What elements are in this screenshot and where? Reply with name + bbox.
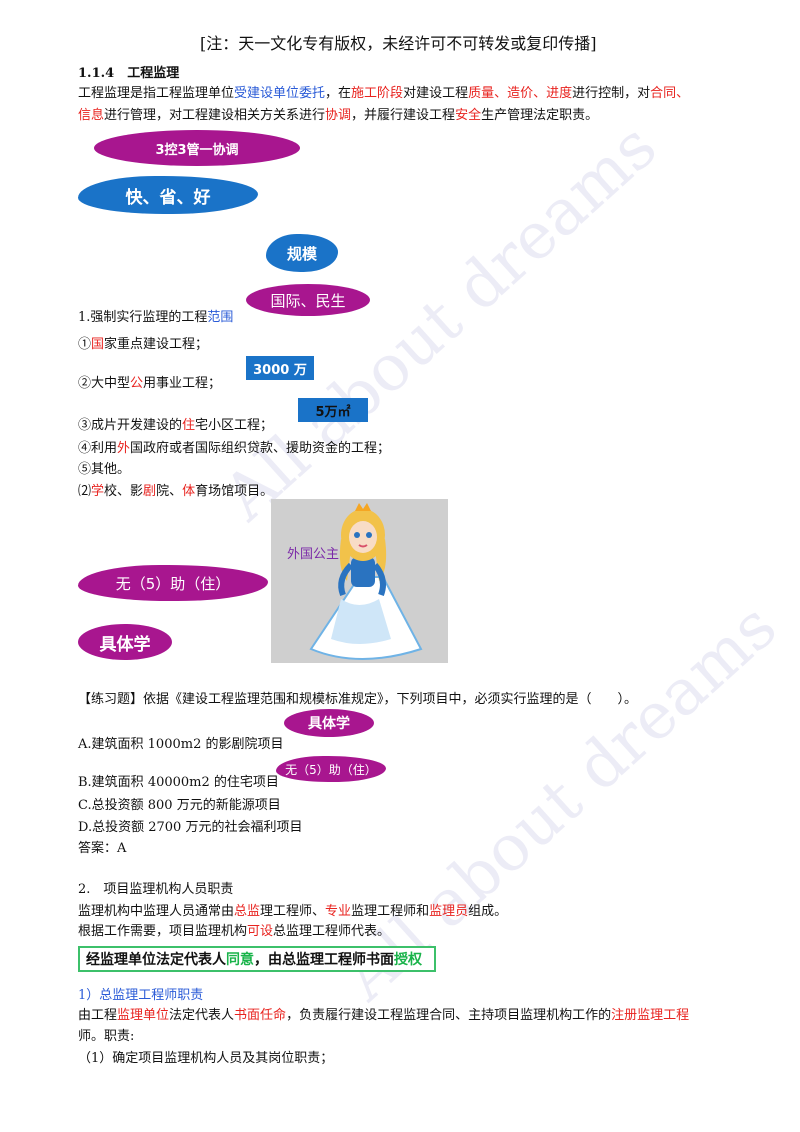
definition-paragraph-line1: 工程监理是指工程监理单位受建设单位委托，在施工阶段对建设工程质量、造价、进度进行… bbox=[78, 86, 690, 101]
foreign-princess-label: 外国公主 bbox=[287, 547, 340, 562]
exercise-option-b: B.建筑面积 40000m2 的住宅项目 bbox=[78, 775, 279, 790]
scope-item-6: ⑵学校、影剧院、体育场馆项目。 bbox=[78, 484, 274, 499]
princess-illustration-icon bbox=[309, 503, 423, 660]
chief-duties-line1: 由工程监理单位法定代表人书面任命，负责履行建设工程监理合同、主持项目监理机构工作… bbox=[78, 1008, 690, 1023]
princess-image: 外国公主 bbox=[271, 499, 448, 663]
staff-line2: 根据工作需要，项目监理机构可设总监理工程师代表。 bbox=[78, 924, 391, 939]
exercise-option-a: A.建筑面积 1000m2 的影剧院项目 bbox=[78, 737, 284, 752]
scope-item-4: ④利用外国政府或者国际组织贷款、援助资金的工程； bbox=[78, 441, 391, 456]
scope-item-2: ②大中型公用事业工程； bbox=[78, 376, 222, 391]
section-heading: 1.1.4 工程监理 bbox=[78, 66, 180, 81]
exercise-answer: 答案：A bbox=[78, 841, 127, 856]
wuzhuzhu-badge: 无（5）助（住） bbox=[78, 565, 268, 601]
staff-line1: 监理机构中监理人员通常由总监理工程师、专业监理工程师和监理员组成。 bbox=[78, 904, 508, 919]
quick-badge: 快、省、好 bbox=[78, 176, 258, 214]
amount-callout: 3000 万 bbox=[246, 356, 314, 380]
authorization-box: 经监理单位法定代表人同意，由总监理工程师书面授权 bbox=[78, 946, 436, 972]
scope-title: 1.强制实行监理的工程范围 bbox=[78, 310, 234, 325]
juti-badge: 具体学 bbox=[78, 624, 172, 660]
control-badge: 3控3管一协调 bbox=[94, 130, 300, 166]
area-callout: 5万㎡ bbox=[298, 398, 368, 422]
national-badge: 国际、民生 bbox=[246, 284, 370, 316]
chief-duties-item1: （1）确定项目监理机构人员及其岗位职责； bbox=[78, 1051, 334, 1066]
watermark-1: All about dreams bbox=[210, 109, 671, 535]
exercise-option-d: D.总投资额 2700 万元的社会福利项目 bbox=[78, 820, 303, 835]
chief-duties-line2: 师。职责: bbox=[78, 1029, 135, 1044]
exercise-option-c: C.总投资额 800 万元的新能源项目 bbox=[78, 798, 281, 813]
wuzhuzhu-badge-2: 无（5）助（住） bbox=[276, 756, 386, 782]
scope-item-3: ③成片开发建设的住宅小区工程； bbox=[78, 418, 274, 433]
header-note: [注：天一文化专有版权，未经许可不可转发或复印传播] bbox=[200, 34, 597, 53]
juti-badge-2: 具体学 bbox=[284, 709, 374, 737]
scope-item-1: ①国家重点建设工程； bbox=[78, 337, 209, 352]
staff-title: 2. 项目监理机构人员职责 bbox=[78, 882, 234, 897]
definition-paragraph-line2: 信息进行管理，对工程建设相关方关系进行协调，并履行建设工程安全生产管理法定职责。 bbox=[78, 108, 599, 123]
scale-badge: 规模 bbox=[266, 234, 338, 272]
chief-duties-title: 1）总监理工程师职责 bbox=[78, 988, 204, 1003]
exercise-question: 【练习题】依据《建设工程监理范围和规模标准规定》，下列项目中，必须实行监理的是（… bbox=[78, 692, 638, 707]
scope-item-5: ⑤其他。 bbox=[78, 462, 131, 477]
